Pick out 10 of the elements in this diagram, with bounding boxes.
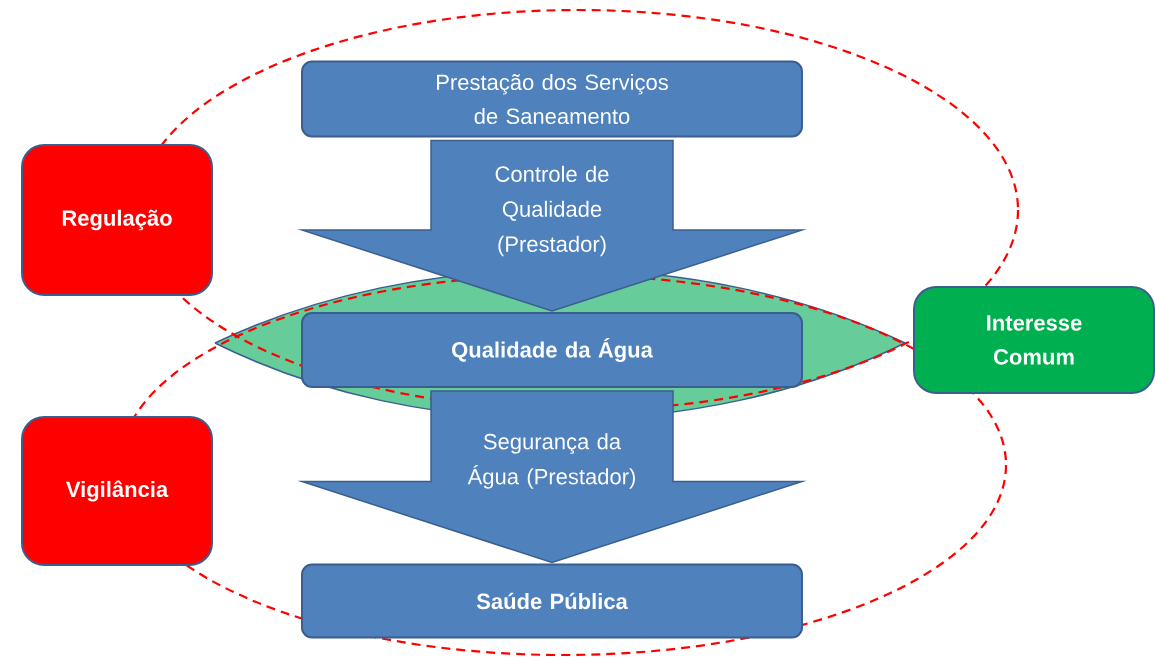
edge-label: Controle de Qualidade (Prestador) [495, 165, 609, 257]
block-arrow [297, 139, 807, 312]
rounded-box: Regulação [21, 144, 213, 296]
rounded-box: Vigilância [21, 416, 213, 566]
rounded-box: Interesse Comum [913, 286, 1155, 394]
block-arrow [297, 390, 807, 564]
process-box: Qualidade da Água [301, 312, 803, 388]
process-box: Prestação dos Serviços de Saneamento [301, 60, 803, 138]
process-box: Saúde Pública [301, 563, 803, 639]
edge-label: Segurança da Água (Prestador) [467, 433, 635, 489]
